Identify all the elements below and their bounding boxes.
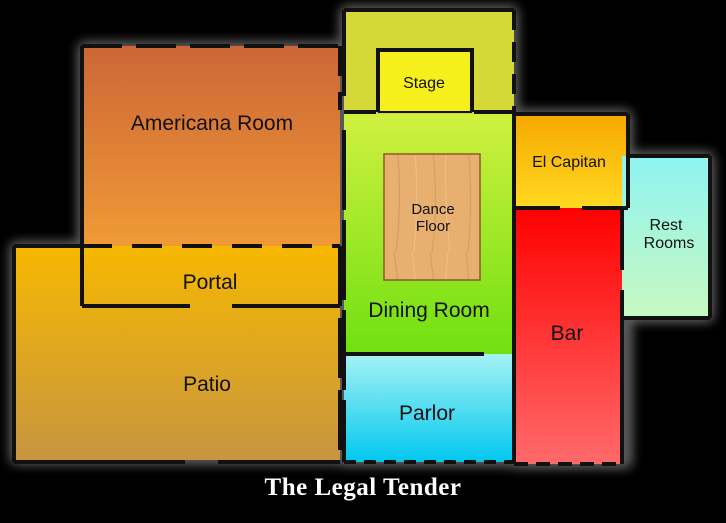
label-americana-room: Americana Room bbox=[131, 112, 293, 135]
venue-title: The Legal Tender bbox=[264, 474, 462, 501]
walls bbox=[12, 8, 712, 466]
label-patio: Patio bbox=[183, 373, 231, 396]
room-bar[interactable] bbox=[514, 208, 622, 464]
room-rest-rooms[interactable] bbox=[622, 156, 710, 318]
label-dance-floor-line2: Floor bbox=[416, 218, 450, 235]
label-rest-rooms-line1: Rest bbox=[650, 217, 683, 234]
label-stage: Stage bbox=[403, 75, 445, 92]
room-patio[interactable] bbox=[14, 246, 340, 460]
label-bar: Bar bbox=[551, 322, 584, 345]
room-el-capitan[interactable] bbox=[514, 114, 628, 208]
room-americana[interactable] bbox=[82, 46, 340, 246]
label-dining-room: Dining Room bbox=[368, 299, 489, 322]
dance-floor[interactable] bbox=[383, 153, 481, 281]
label-rest-rooms-line2: Rooms bbox=[644, 235, 695, 252]
room-stage[interactable] bbox=[378, 50, 472, 112]
room-parlor[interactable] bbox=[344, 354, 514, 462]
label-portal: Portal bbox=[183, 271, 238, 294]
label-dance-floor-line1: Dance bbox=[411, 201, 454, 218]
label-el-capitan: El Capitan bbox=[532, 154, 606, 171]
label-parlor: Parlor bbox=[399, 402, 455, 425]
